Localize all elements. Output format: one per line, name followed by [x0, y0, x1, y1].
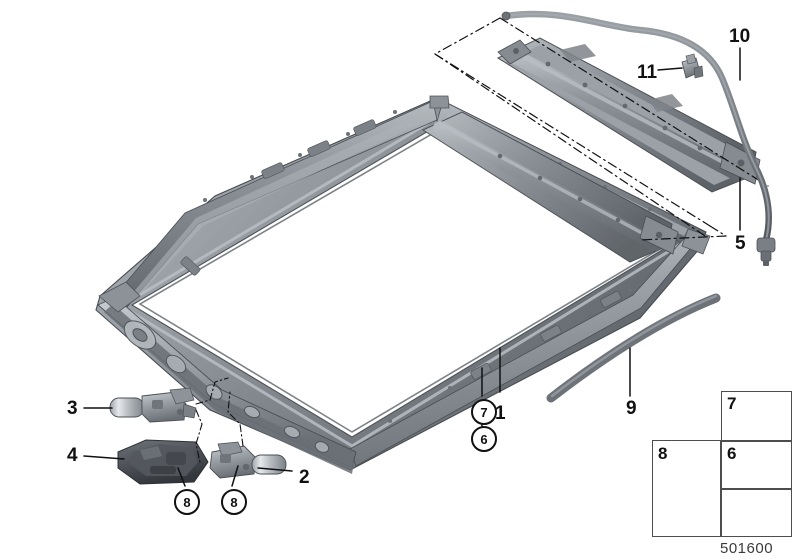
callout-circle-7: 7: [471, 399, 497, 425]
drive-motor-3: [109, 387, 197, 423]
drive-motor-2: [209, 441, 287, 479]
callout-11: 11: [637, 62, 658, 83]
legend-cell-washer: [721, 391, 792, 441]
legend-number-6: 6: [727, 444, 737, 463]
alignment-dash-dot-guide: [434, 17, 769, 237]
hose-end-connector: [756, 237, 776, 266]
hose-clip-11: [681, 53, 704, 79]
diagram-id-label: 501600: [720, 540, 774, 557]
motor-cover-4: [117, 439, 209, 485]
callout-10: 10: [729, 26, 751, 47]
sunroof-frame-assembly: [95, 95, 711, 474]
callout-circle-6: 6: [471, 426, 497, 452]
leader-lines: [83, 47, 741, 487]
callout-5: 5: [735, 233, 746, 254]
callout-circle-8a: 8: [174, 489, 200, 515]
legend-number-8: 8: [658, 444, 668, 463]
legend-cell-bolt: [721, 441, 792, 489]
callout-circle-8b: 8: [221, 489, 247, 515]
alignment-dash-dot-guide-2: [639, 235, 727, 241]
callout-9: 9: [626, 398, 637, 419]
hose-tip: [501, 11, 511, 21]
motor-alignment-guides: [195, 377, 244, 463]
detached-rail-panel-lower: [421, 111, 679, 263]
drain-hose-highlight: [505, 12, 770, 241]
seal-strip-9: [546, 293, 721, 403]
callout-3: 3: [67, 398, 78, 419]
callout-2: 2: [299, 467, 310, 488]
callout-1: 1: [495, 403, 506, 424]
legend-number-7: 7: [727, 394, 737, 413]
detached-rail-panel-5: [496, 37, 761, 193]
legend-cell-screw: [652, 440, 721, 537]
callout-4: 4: [67, 445, 78, 466]
legend-cell-arrow: [721, 489, 792, 537]
